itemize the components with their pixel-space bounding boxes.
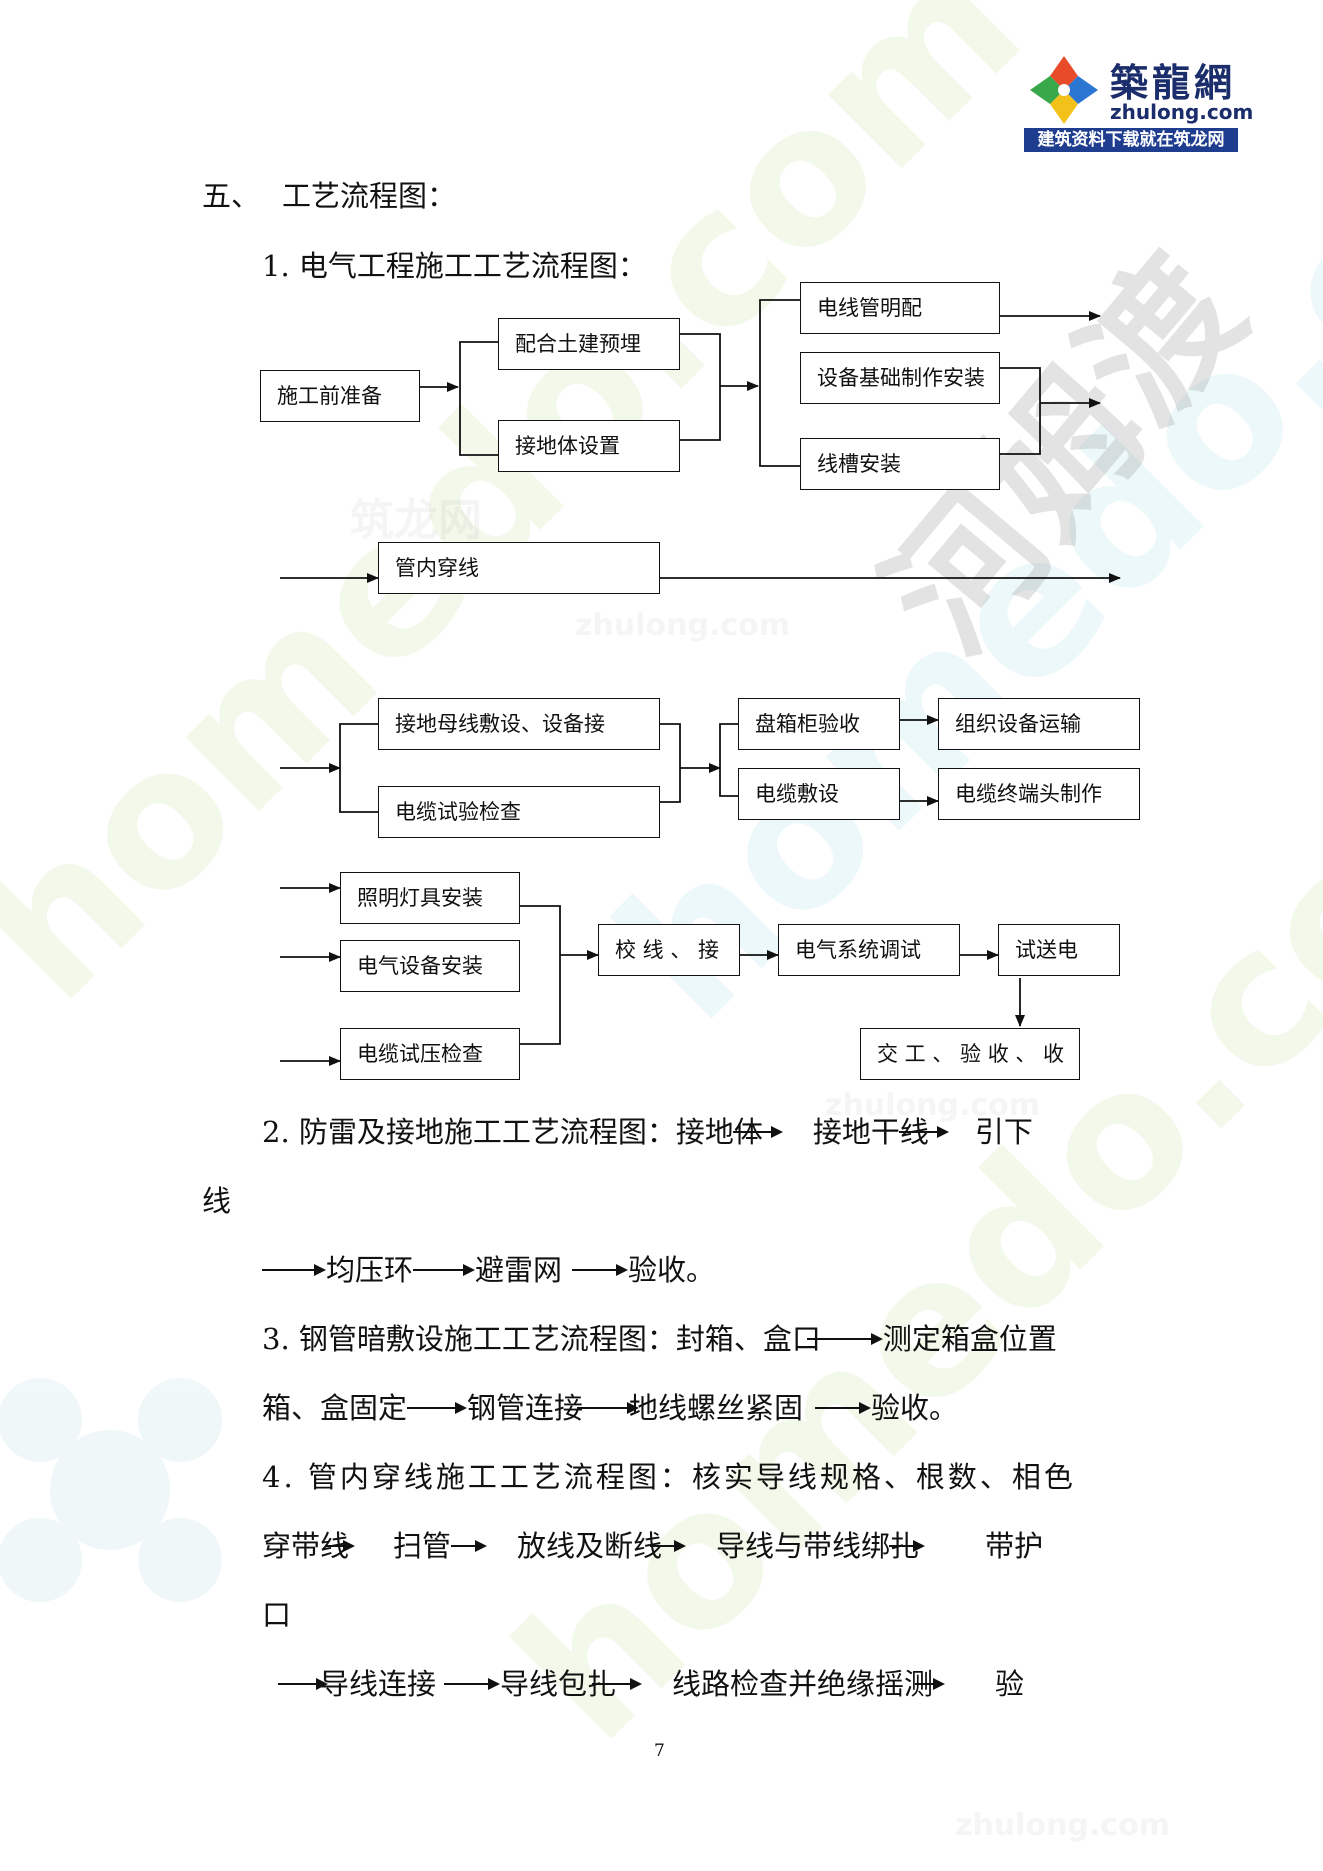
process-4-step-5: 导线与带线绑扎 [716,1529,920,1563]
watermark-zhulong-3: zhulong.com [955,1808,1170,1843]
zhulong-logo: 築龍網 zhulong.com 建筑资料下载就在筑龙网 [1022,48,1253,154]
logo-chinese-name: 築龍網 [1110,60,1237,105]
process-4-step-9: 线路检查并绝缘摇测 [672,1667,934,1701]
logo-tagline: 建筑资料下载就在筑龙网 [1024,128,1238,152]
process-2-line-1: 2. 防雷及接地施工工艺流程图： 接地体 接地干线 引下 [262,1114,1033,1150]
process-2-step-6: 验收。 [628,1253,716,1287]
flow-box-conduit-exposed: 电线管明配 [800,282,1000,334]
page-number: 7 [654,1741,665,1761]
process-3-step-3: 箱、盒固定 [262,1391,408,1425]
flow-box-trunking: 线槽安装 [800,438,1000,490]
section-heading: 五、工艺流程图： [202,178,456,214]
flow-box-prep: 施工前准备 [260,370,420,422]
process-4-prefix: 4. 管内穿线施工工艺流程图： [262,1460,692,1494]
watermark-homedo-1: homedo.com [0,0,1062,1042]
process-3-line-1: 3. 钢管暗敷设施工工艺流程图： 封箱、盒口 测定箱盒位置 [262,1321,1057,1357]
process-4-cont: 口 [262,1598,292,1632]
watermark-flower-icon [0,1378,222,1602]
flow-box-lighting: 照明灯具安装 [340,872,520,924]
flow-box-cable-pressure: 电缆试压检查 [340,1028,520,1080]
arrow-icon [262,1252,326,1288]
watermark-zhulong-1: zhulong.com [575,608,790,643]
process-3-step-2: 测定箱盒位置 [882,1322,1057,1356]
subsection-1-heading: 1. 电气工程施工工艺流程图： [262,249,647,283]
arrow-icon [325,1528,356,1564]
section-number: 五、 [202,179,261,213]
arrow-icon [413,1252,476,1288]
process-4-step-6: 带护 [985,1529,1044,1563]
arrow-icon [572,1252,629,1288]
process-3-step-1: 封箱、盒口 [675,1322,821,1356]
arrow-icon [577,1390,640,1426]
flow-box-sys-debug: 电气系统调试 [778,924,960,976]
process-2-step-3: 引下 [974,1115,1033,1149]
process-4-step-1: 核实导线规格、根数、相色 [691,1460,1076,1494]
process-4-line-1: 4. 管内穿线施工工艺流程图： 核实导线规格、根数、相色 [262,1459,1076,1495]
flow-box-cabinet-check: 盘箱柜验收 [738,698,900,750]
process-4-step-4: 放线及断线 [517,1529,663,1563]
process-3-prefix: 3. 钢管暗敷设施工工艺流程图： [262,1322,676,1356]
process-4-step-7: 导线连接 [320,1667,437,1701]
flow-box-elec-equip: 电气设备安装 [340,940,520,992]
process-3-step-5: 地线螺丝紧固 [629,1391,804,1425]
watermark-homedo-3: homedo.com [576,0,1323,1062]
logo-domain: zhulong.com [1110,100,1254,124]
flow-box-civil: 配合土建预埋 [498,318,680,370]
process-2-line-2: 线 [202,1183,231,1219]
arrow-icon [915,1666,946,1702]
process-3-step-6: 验收。 [871,1391,959,1425]
arrow-icon [451,1528,488,1564]
arrow-icon [650,1528,687,1564]
process-4-line-3: 口 [262,1597,291,1633]
flow-box-ground-bus: 接地母线敷设、设备接 [378,698,660,750]
arrow-icon [732,1114,783,1150]
flow-box-cable-terminal: 电缆终端头制作 [938,768,1140,820]
flow-box-equip-transport: 组织设备运输 [938,698,1140,750]
arrow-icon [806,1321,883,1357]
process-2-step-4: 均压环 [326,1253,414,1287]
arrow-icon [407,1390,468,1426]
arrow-icon [592,1666,643,1702]
flow-box-calib: 校 线 、 接 [598,924,740,976]
process-4-step-3: 扫管 [393,1529,452,1563]
flow-box-trial-power: 试送电 [998,924,1120,976]
process-3-step-4: 钢管连接 [467,1391,584,1425]
arrow-icon [889,1528,926,1564]
arrow-icon [815,1390,872,1426]
flow-box-cable-lay: 电缆敷设 [738,768,900,820]
process-2-prefix: 2. 防雷及接地施工工艺流程图： [262,1115,676,1149]
arrow-icon [444,1666,501,1702]
process-2-step-5: 避雷网 [475,1253,563,1287]
section-title: 工艺流程图： [282,179,457,213]
process-4-step-10: 验 [995,1667,1025,1701]
flow-box-handover: 交 工 、 验 收 、 收 [860,1028,1080,1080]
flow-box-wire-in-pipe: 管内穿线 [378,542,660,594]
flow-box-cable-test: 电缆试验检查 [378,786,660,838]
arrow-icon [278,1666,328,1702]
flow-box-ground-body: 接地体设置 [498,420,680,472]
arrow-icon [898,1114,949,1150]
process-4-line-2: 穿带线 扫管 放线及断线 导线与带线绑扎 带护 [262,1528,1043,1564]
zhulong-logo-icon [1030,56,1098,124]
process-3-line-2: 箱、盒固定 钢管连接 地线螺丝紧固 验收。 [262,1390,958,1426]
flow-box-equip-base: 设备基础制作安装 [800,352,1000,404]
process-2-cont: 线 [202,1184,232,1218]
watermark-zhulong-cn: 筑龙网 [350,495,482,546]
process-4-line-4: 导线连接 导线包扎 线路检查并绝缘摇测 验 [278,1666,1024,1702]
process-2-line-3: 均压环 避雷网 验收。 [262,1252,715,1288]
